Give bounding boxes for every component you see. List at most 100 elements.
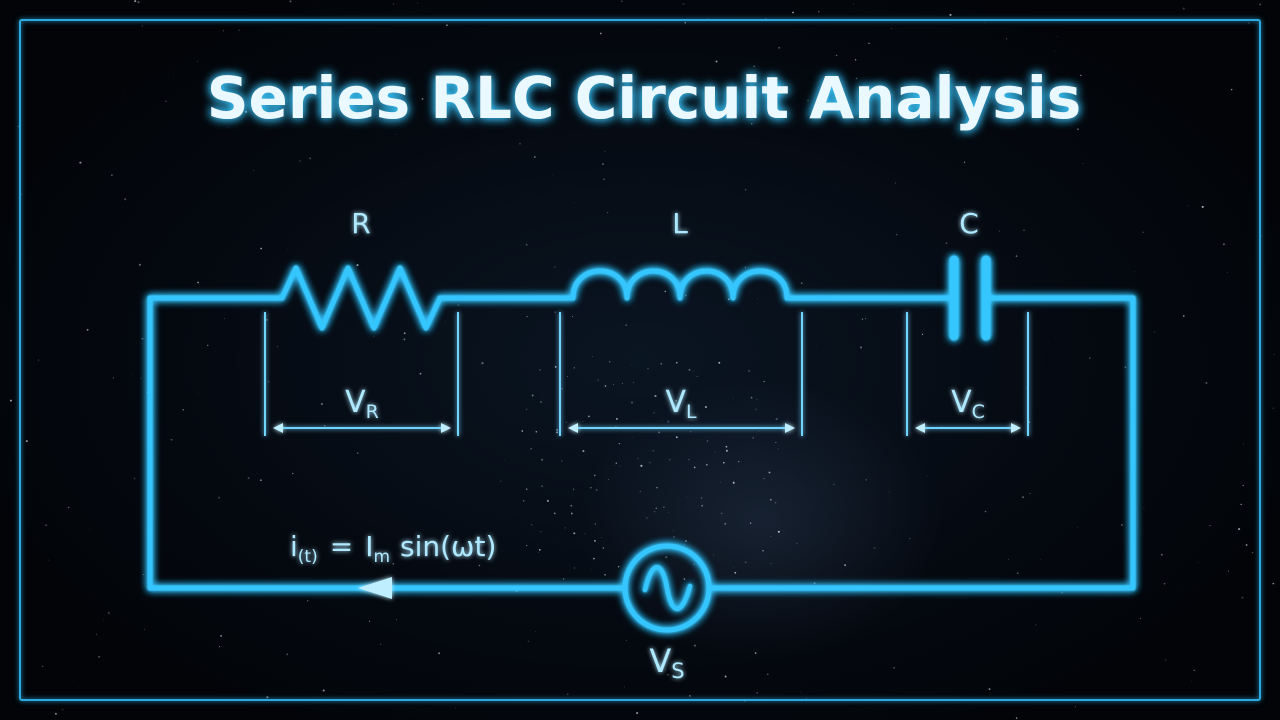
star — [818, 10, 820, 13]
star — [725, 445, 728, 448]
star — [744, 700, 746, 702]
star — [198, 393, 199, 394]
star — [1143, 508, 1145, 509]
star — [373, 336, 375, 338]
star — [909, 537, 911, 539]
star — [564, 527, 566, 529]
star — [133, 477, 136, 480]
star — [896, 234, 898, 236]
star — [756, 692, 759, 694]
star — [289, 0, 292, 3]
star — [758, 431, 760, 433]
star — [1007, 558, 1010, 560]
star — [667, 420, 670, 423]
star — [1080, 74, 1082, 77]
star — [1201, 205, 1204, 208]
star — [392, 3, 394, 5]
star — [865, 479, 867, 481]
star — [653, 411, 655, 414]
star — [455, 707, 456, 709]
star — [170, 438, 173, 441]
star — [530, 533, 532, 535]
star — [718, 361, 721, 364]
star — [403, 338, 406, 341]
star — [292, 472, 294, 475]
star — [683, 578, 686, 580]
star — [604, 574, 606, 576]
star — [945, 242, 948, 245]
star — [763, 380, 765, 383]
star — [1015, 717, 1018, 719]
star — [287, 249, 289, 251]
star — [652, 450, 654, 452]
star — [1134, 271, 1135, 273]
star — [124, 198, 127, 201]
star — [999, 230, 1001, 232]
star — [775, 418, 778, 421]
star — [219, 646, 221, 648]
star — [835, 54, 838, 57]
star — [206, 344, 209, 347]
vr-label: VR — [345, 385, 379, 423]
circuit-wires — [147, 255, 1136, 633]
star — [266, 696, 269, 699]
star — [684, 544, 685, 545]
star — [1142, 231, 1144, 233]
star — [1056, 36, 1058, 37]
star — [963, 161, 966, 163]
star — [693, 644, 696, 647]
ac-source-circle — [622, 543, 712, 633]
star — [921, 333, 924, 336]
star — [519, 143, 521, 145]
star — [421, 98, 424, 100]
star — [744, 561, 747, 564]
star — [649, 461, 651, 464]
star — [590, 486, 592, 489]
star — [107, 612, 110, 615]
star — [140, 377, 142, 379]
star — [721, 102, 723, 104]
star — [527, 640, 530, 643]
star — [684, 22, 687, 24]
star — [253, 170, 255, 172]
star — [556, 428, 559, 431]
star — [734, 571, 737, 574]
star — [305, 60, 307, 61]
star — [20, 193, 22, 195]
star — [1140, 617, 1141, 619]
star — [775, 442, 777, 444]
star — [621, 382, 623, 385]
star — [727, 298, 730, 301]
star — [541, 485, 543, 487]
star — [553, 512, 556, 515]
star — [792, 11, 794, 14]
star — [770, 562, 772, 565]
star — [688, 694, 691, 697]
star — [535, 631, 536, 632]
star — [583, 432, 585, 434]
star — [141, 337, 144, 340]
star — [701, 504, 704, 507]
vs-label: VS — [649, 642, 684, 683]
star — [546, 499, 549, 502]
star — [593, 557, 595, 560]
star — [538, 549, 541, 551]
star — [1198, 561, 1199, 563]
star — [893, 667, 895, 669]
star — [607, 212, 609, 214]
star — [594, 540, 596, 542]
star — [632, 382, 634, 383]
star — [220, 635, 222, 637]
star — [61, 708, 64, 711]
star — [1222, 243, 1225, 246]
capacitor-label: C — [959, 207, 979, 240]
star — [267, 380, 270, 383]
star — [530, 523, 533, 526]
star — [592, 356, 593, 357]
star — [675, 436, 678, 439]
star — [738, 460, 740, 463]
star — [165, 100, 167, 102]
star — [573, 532, 576, 535]
star — [755, 408, 757, 411]
star — [833, 483, 835, 486]
